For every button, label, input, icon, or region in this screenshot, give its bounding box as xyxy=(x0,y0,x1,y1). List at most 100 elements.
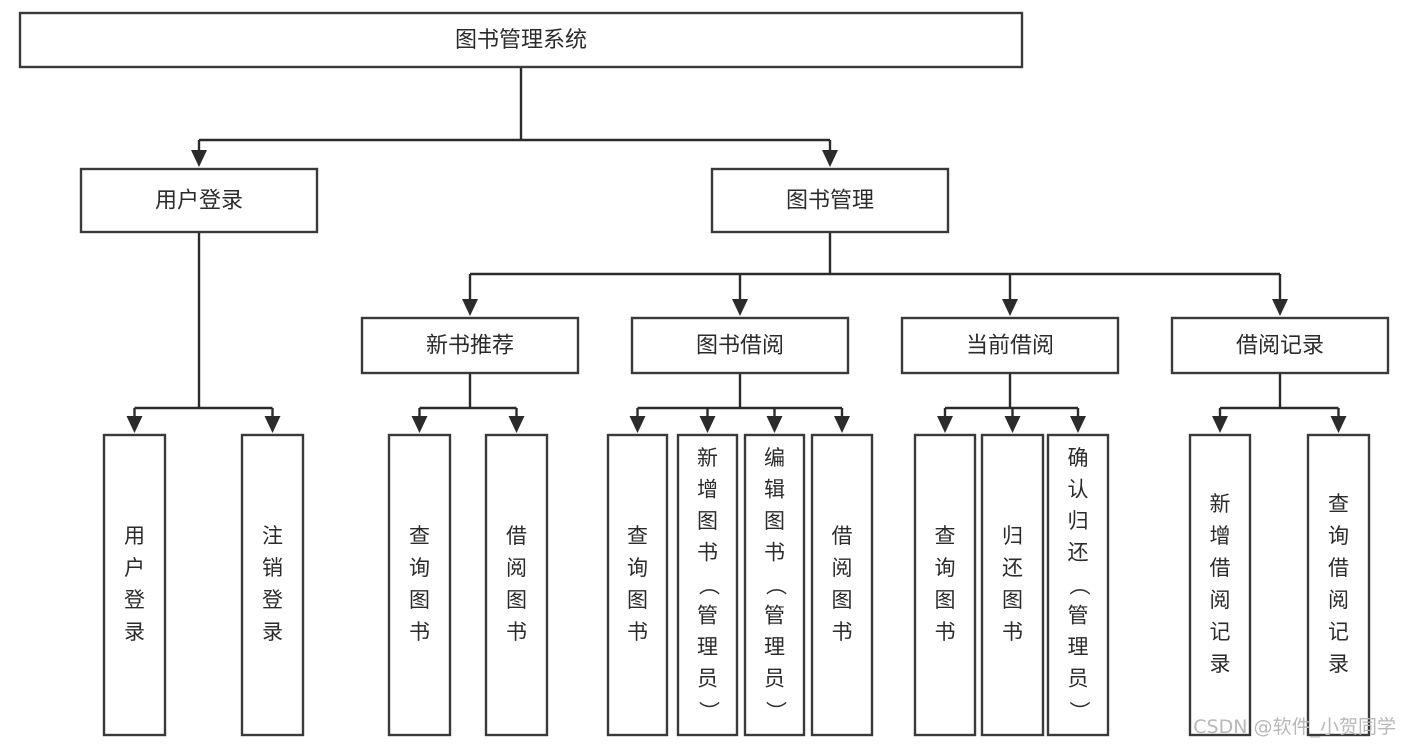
leaf-glyph: 图 xyxy=(764,509,785,533)
level3-label: 图书借阅 xyxy=(696,334,784,359)
leaf-box xyxy=(913,433,977,737)
level3-box xyxy=(1170,316,1390,375)
leaf-glyph: 归 xyxy=(1002,524,1023,548)
leaf-box xyxy=(810,433,874,737)
leaf-glyph: 图 xyxy=(697,509,718,533)
leaf-box xyxy=(980,433,1045,737)
root-label: 图书管理系统 xyxy=(455,28,587,53)
level2-box xyxy=(710,167,950,234)
connector-arrow-level3-2 xyxy=(1002,274,1018,316)
leaf-glyph: 录 xyxy=(124,620,145,644)
root-node-图书管理系统[interactable]: 图书管理系统 xyxy=(18,11,1024,69)
leaf-glyph: 用 xyxy=(124,524,145,548)
connector-arrow-level3-1 xyxy=(732,274,748,316)
level3-label: 当前借阅 xyxy=(966,334,1054,359)
leaf-glyph: 查 xyxy=(409,524,430,548)
leaf-glyph: 确 xyxy=(1068,446,1089,470)
connector-arrow-图书借阅-2 xyxy=(766,408,783,433)
leaf-label: 用户登录 xyxy=(124,524,145,644)
connector-arrow-借阅记录-1 xyxy=(1330,408,1347,433)
leaf-glyph: 管 xyxy=(697,604,718,628)
leaf-glyph: 阅 xyxy=(506,556,527,580)
leaf-glyph: 管 xyxy=(764,604,785,628)
connector-arrow-图书借阅-0 xyxy=(629,408,646,433)
connector-arrow-level3-3 xyxy=(1272,274,1288,316)
leaf-glyph: 增 xyxy=(697,477,718,501)
leaf-box xyxy=(102,433,167,737)
leaf-glyph: 员 xyxy=(1068,667,1089,691)
leaf-box xyxy=(676,433,739,737)
connector-arrow-用户登录-1 xyxy=(264,408,281,433)
leaf-glyph: 图 xyxy=(935,588,956,612)
leaf-glyph: 借 xyxy=(506,524,527,548)
leaf-box xyxy=(1306,433,1371,737)
leaf-glyph: 阅 xyxy=(1210,588,1231,612)
connector-arrow-图书借阅-3 xyxy=(834,408,850,433)
leaf-glyph: 员 xyxy=(697,667,718,691)
connector-arrow-借阅记录-0 xyxy=(1212,408,1228,433)
leaf-glyph: 理 xyxy=(697,635,718,659)
leaf-glyph: 查 xyxy=(627,524,648,548)
connector-layer xyxy=(126,67,1347,433)
leaf-glyph: 还 xyxy=(1002,556,1023,580)
level3-box xyxy=(360,316,580,375)
leaf-glyph: 借 xyxy=(832,524,853,548)
level3-node-借阅记录[interactable]: 借阅记录 xyxy=(1170,316,1390,375)
leaf-glyph: ） xyxy=(697,701,721,722)
leaf-box xyxy=(606,433,669,737)
leaf-glyph: 新 xyxy=(697,446,718,470)
level3-node-新书推荐[interactable]: 新书推荐 xyxy=(360,316,580,375)
level3-label: 新书推荐 xyxy=(426,334,514,359)
leaf-glyph: 编 xyxy=(764,446,785,470)
connector-arrow-当前借阅-2 xyxy=(1070,408,1086,433)
leaf-node-用户登录[interactable]: 用户登录 xyxy=(102,433,167,737)
level2-node-用户登录[interactable]: 用户登录 xyxy=(79,167,319,234)
connector-arrow-用户登录-0 xyxy=(126,408,143,433)
leaf-box xyxy=(1188,433,1252,737)
leaf-glyph: 书 xyxy=(506,620,527,644)
leaf-glyph: 录 xyxy=(1328,652,1349,676)
leaf-glyph: 书 xyxy=(935,620,956,644)
leaf-glyph: 询 xyxy=(935,556,956,580)
leaf-glyph: 增 xyxy=(1210,524,1231,548)
root-box xyxy=(18,11,1024,69)
connector-arrow-当前借阅-0 xyxy=(937,408,953,433)
leaf-glyph: ） xyxy=(764,701,788,722)
level2-label: 图书管理 xyxy=(786,189,874,214)
leaf-glyph: （ xyxy=(764,575,788,596)
leaf-glyph: 辑 xyxy=(764,477,785,501)
leaf-glyph: 书 xyxy=(409,620,430,644)
level3-node-当前借阅[interactable]: 当前借阅 xyxy=(900,316,1120,375)
level3-node-图书借阅[interactable]: 图书借阅 xyxy=(630,316,850,375)
leaf-glyph: 登 xyxy=(262,588,283,612)
level2-box xyxy=(79,167,319,234)
leaf-glyph: （ xyxy=(1067,575,1091,596)
leaf-glyph: 图 xyxy=(409,588,430,612)
leaf-glyph: 询 xyxy=(1328,524,1349,548)
level2-node-图书管理[interactable]: 图书管理 xyxy=(710,167,950,234)
leaf-glyph: 理 xyxy=(764,635,785,659)
leaf-glyph: 图 xyxy=(627,588,648,612)
